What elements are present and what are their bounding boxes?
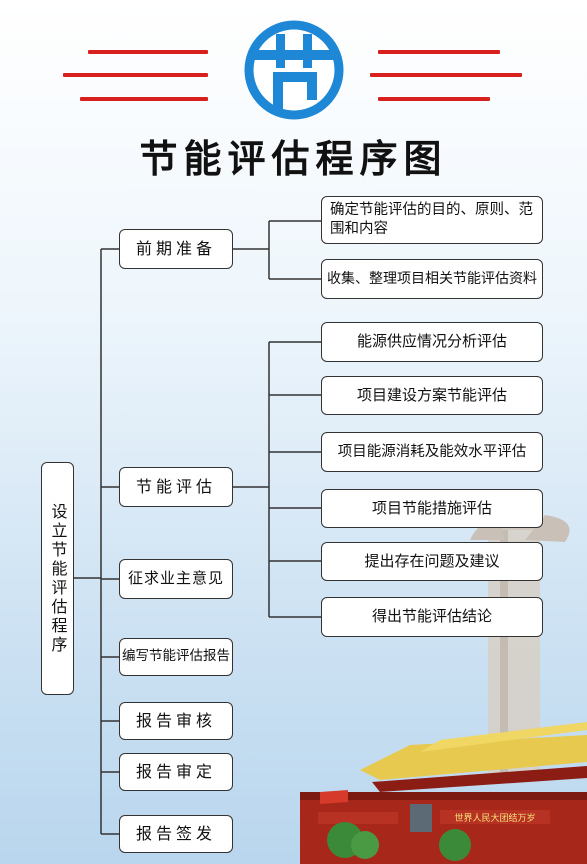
header-decor-line xyxy=(63,73,208,77)
stage-node-write-report: 编写节能评估报告 xyxy=(119,638,233,676)
task-node-conclusion: 得出节能评估结论 xyxy=(321,597,543,637)
task-node-collect-data: 收集、整理项目相关节能评估资料 xyxy=(321,259,543,299)
task-node-define-scope: 确定节能评估的目的、原则、范围和内容 xyxy=(321,196,543,244)
root-node: 设立节能评估程序 xyxy=(41,462,74,695)
header-decor-line xyxy=(370,73,522,77)
header-decor-line xyxy=(88,50,208,54)
tiananmen-illustration: 世界人民大团结万岁 xyxy=(300,515,587,864)
task-node-energy-supply: 能源供应情况分析评估 xyxy=(321,322,543,362)
header-decor-line xyxy=(80,97,208,101)
energy-saving-logo-icon xyxy=(244,20,344,120)
stage-node-approval: 报告审定 xyxy=(119,753,233,791)
stage-node-preparation: 前期准备 xyxy=(119,229,233,269)
gate-banner-text: 世界人民大团结万岁 xyxy=(454,812,535,824)
task-node-saving-measures: 项目节能措施评估 xyxy=(321,489,543,528)
header-decor-line xyxy=(378,50,500,54)
stage-node-assessment: 节能评估 xyxy=(119,467,233,507)
stage-node-owner-opinion: 征求业主意见 xyxy=(119,559,233,599)
task-node-issues-suggestions: 提出存在问题及建议 xyxy=(321,542,543,581)
stage-node-issue: 报告签发 xyxy=(119,815,233,853)
task-node-construction-plan: 项目建设方案节能评估 xyxy=(321,376,543,415)
header-decor-line xyxy=(378,97,490,101)
task-node-energy-consumption: 项目能源消耗及能效水平评估 xyxy=(321,432,543,472)
stage-node-review: 报告审核 xyxy=(119,702,233,740)
page-title: 节能评估程序图 xyxy=(139,136,448,181)
